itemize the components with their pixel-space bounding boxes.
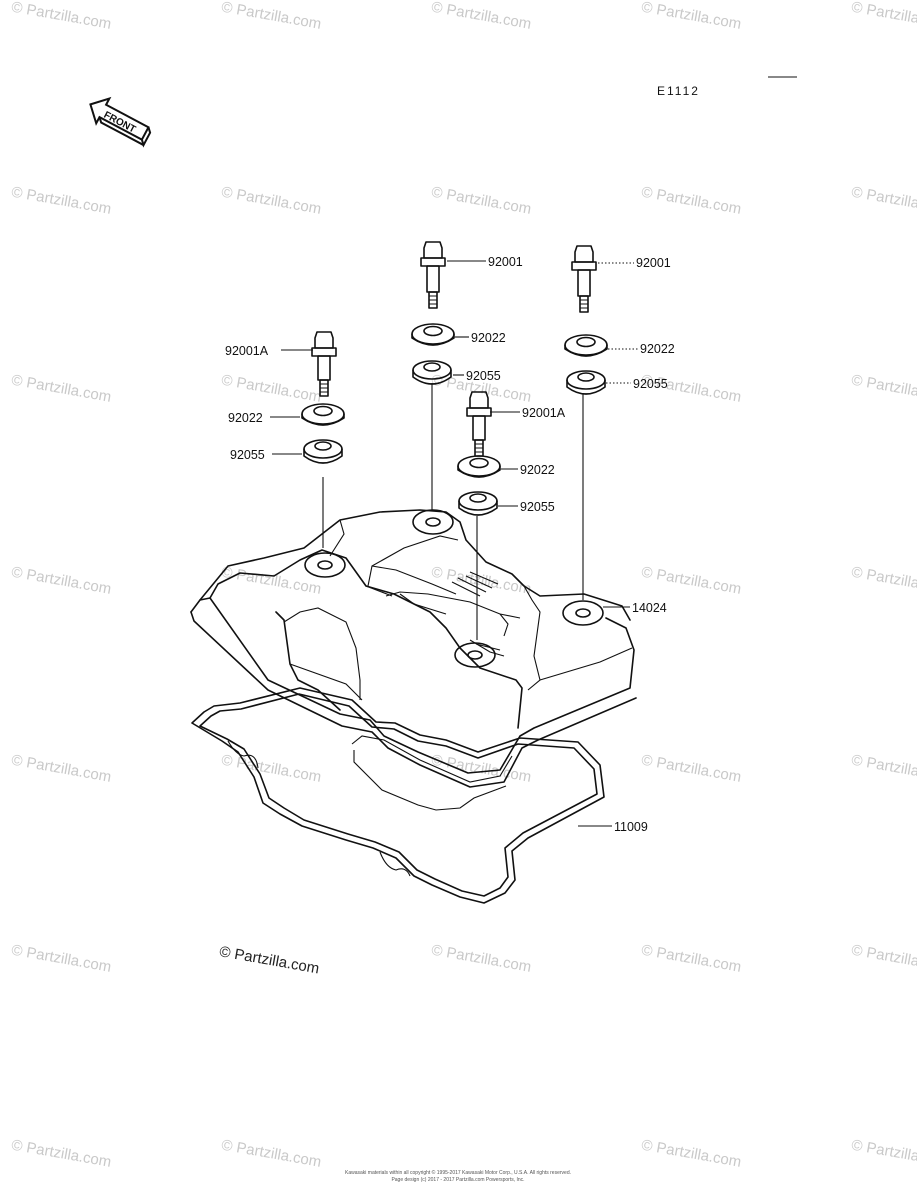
grommet-icon [412,360,452,385]
part-label-grommet-center: 92055 [466,369,501,383]
watermark: © Partzilla.com [850,752,917,786]
watermark: © Partzilla.com [430,0,532,33]
part-label-bolt-center: 92001 [488,255,523,269]
bolt-stack-left [301,331,345,464]
bolt-stack-mid [457,391,501,516]
grommet-icon [566,370,606,395]
watermark: © Partzilla.com [850,0,917,33]
front-arrow-icon: FRONT [89,96,152,148]
watermark: © Partzilla.com [10,564,112,598]
leader-lines [270,260,638,827]
watermark: © Partzilla.com [430,184,532,218]
watermark: © Partzilla.com [850,184,917,218]
washer-icon [411,323,455,346]
grommet-icon [458,491,498,516]
watermark: © Partzilla.com [220,0,322,33]
part-label-grommet-left: 92055 [230,448,265,462]
watermark: © Partzilla.com [640,0,742,33]
part-label-bolt-mid: 92001A [522,406,566,420]
watermark: © Partzilla.com [10,0,112,33]
part-label-washer-mid: 92022 [520,463,555,477]
bolt-stack-center [411,241,455,385]
diagram-code: E1112 [657,84,700,98]
cylinder-head-cover-14024 [190,509,637,811]
watermark: © Partzilla.com [430,564,532,598]
gasket-11009 [191,687,605,904]
washer-icon [457,455,501,478]
watermark: © Partzilla.com [220,1137,322,1171]
part-label-bolt-right: 92001 [636,256,671,270]
part-label-cover: 14024 [632,601,667,615]
watermark: © Partzilla.com [850,372,917,406]
watermark: © Partzilla.com [220,752,322,786]
part-label-washer-center: 92022 [471,331,506,345]
bolt-icon [466,391,492,457]
part-label-gasket: 11009 [614,820,648,834]
watermark: © Partzilla.com [10,1137,112,1171]
part-label-washer-left: 92022 [228,411,263,425]
watermark: © Partzilla.com [850,1137,917,1171]
watermark: © Partzilla.com [850,942,917,976]
part-label-grommet-mid: 92055 [520,500,555,514]
part-labels: 92001A 92022 92055 92001 92022 92055 920… [225,255,675,834]
washer-icon [301,403,345,426]
watermark: © Partzilla.com [10,184,112,218]
bolt-icon [420,241,446,309]
watermark: © Partzilla.com [640,184,742,218]
bolt-icon [311,331,337,397]
washer-icon [564,334,608,357]
watermark: © Partzilla.com [430,942,532,976]
watermark: © Partzilla.com [640,1137,742,1171]
grommet-icon [303,439,343,464]
part-label-grommet-right: 92055 [633,377,668,391]
watermark: © Partzilla.com [640,752,742,786]
watermark: © Partzilla.com [640,942,742,976]
watermark: © Partzilla.com [10,752,112,786]
bolt-stack-right [564,245,608,395]
part-label-bolt-left: 92001A [225,344,269,358]
watermark: © Partzilla.com [220,372,322,406]
part-label-washer-right: 92022 [640,342,675,356]
cover-mount-holes [304,509,604,668]
partzilla-copyright: © Partzilla.com [218,943,320,977]
copyright-line-1: Kawasaki materials within all copyright … [345,1169,571,1176]
watermark: © Partzilla.com [10,372,112,406]
copyright-line-2: Page design (c) 2017 - 2017 Partzilla.co… [391,1177,524,1183]
watermark: © Partzilla.com [220,184,322,218]
bolt-icon [571,245,597,313]
watermark-layer: © Partzilla.com © Partzilla.com © Partzi… [10,0,917,1171]
watermark: © Partzilla.com [220,564,322,598]
watermark: © Partzilla.com [640,564,742,598]
watermark: © Partzilla.com [10,942,112,976]
watermark: © Partzilla.com [850,564,917,598]
